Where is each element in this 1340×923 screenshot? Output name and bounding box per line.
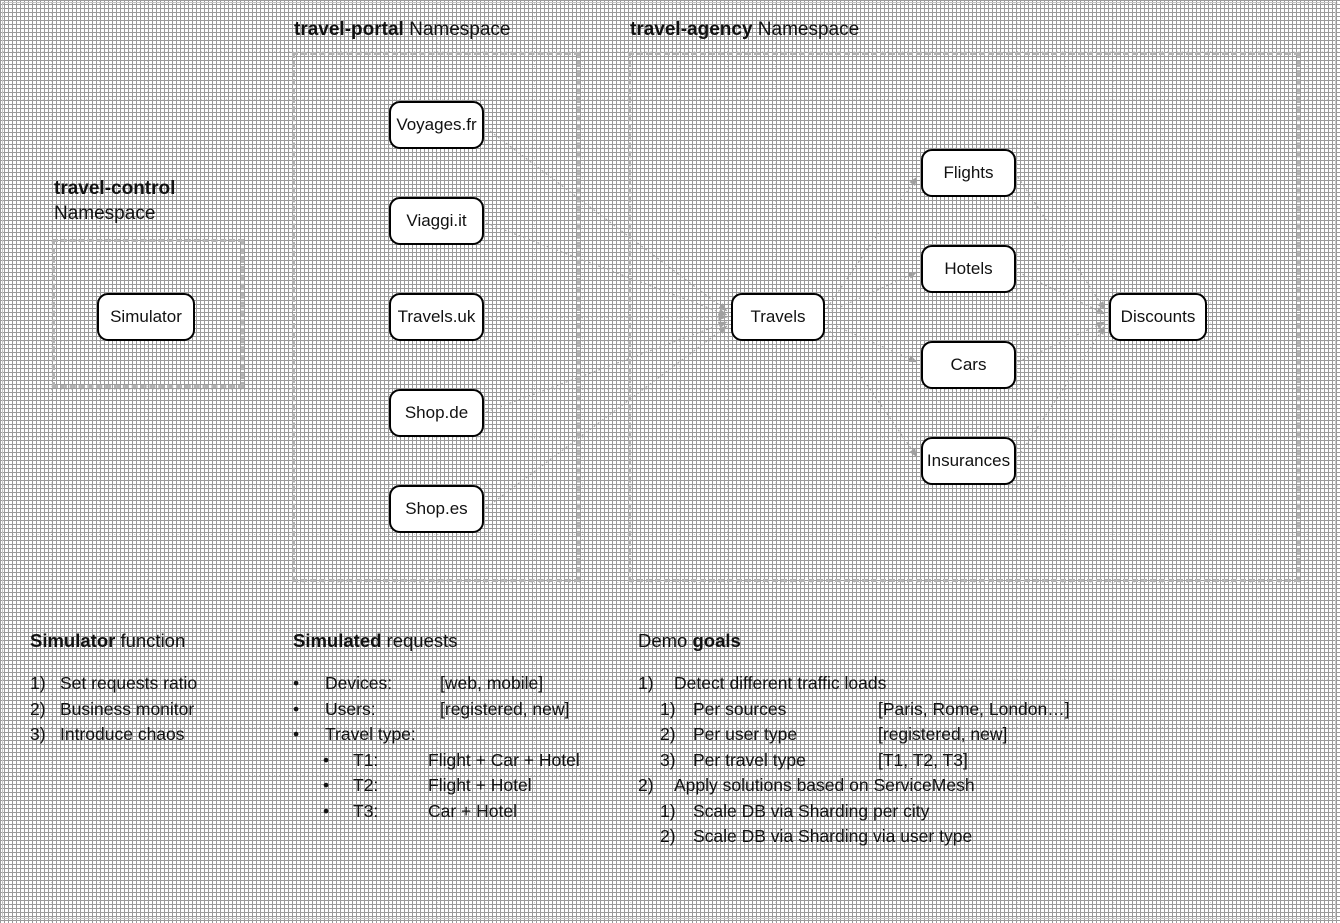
list-text: Set requests ratio [60,673,198,693]
list-text: Users: [325,698,376,719]
list-marker: 1) [660,800,676,821]
namespace-travel-portal-suffix: Namespace [403,19,511,40]
list-item: 2) Apply solutions based on ServiceMesh [638,773,1158,799]
list-value: [T1, T2, T3] [878,749,968,770]
namespace-travel-agency-name: travel-agency [630,19,753,40]
node-simulator[interactable]: Simulator [97,293,195,341]
bullet-icon: • [323,775,330,795]
list-item: 1) Scale DB via Sharding per city [638,799,1158,825]
list-item: • T1: Flight + Car + Hotel [293,748,623,774]
list-item: 3) Introduce chaos [30,722,280,748]
list-item: 2) Business monitor [30,697,280,723]
list-text: Scale DB via Sharding per city [693,800,930,821]
legend-demo-goals-title-bold: goals [692,630,741,651]
namespace-travel-control-name: travel-control [54,178,176,199]
list-value: Car + Hotel [428,800,517,821]
legend-simulator-function-title-bold: Simulator [30,630,116,651]
list-text: Devices: [325,673,393,693]
legend-demo-goals: Demo goals 1) Detect different traffic l… [638,628,1158,850]
namespace-travel-portal-name: travel-portal [294,19,404,40]
node-shop-de[interactable]: Shop.de [389,389,484,437]
list-text: T1: [353,749,379,770]
list-marker: 2) [638,775,654,795]
list-marker: 1) [660,698,676,719]
list-item: 1) Detect different traffic loads [638,671,1158,697]
list-item: 2) Per user type [registered, new] [638,722,1158,748]
legend-simulated-requests-title-rest: requests [381,630,458,651]
bullet-icon: • [293,698,300,719]
legend-simulated-requests-title-bold: Simulated [293,630,382,651]
list-value: [web, mobile] [440,673,544,693]
legend-demo-goals-title-plain: Demo [638,630,693,651]
list-marker: 3) [660,749,676,770]
namespace-travel-control-label: travel-control Namespace [54,176,175,226]
namespace-travel-control-suffix: Namespace [54,203,156,224]
list-item: • Users: [registered, new] [293,697,623,723]
list-item: 1) Per sources [Paris, Rome, London…] [638,697,1158,723]
namespace-travel-agency-suffix: Namespace [752,19,860,40]
list-value: [registered, new] [440,698,570,719]
list-value: Flight + Hotel [428,775,532,795]
node-flights[interactable]: Flights [921,149,1016,197]
node-cars[interactable]: Cars [921,341,1016,389]
list-text: Introduce chaos [60,724,185,744]
legend-demo-goals-title: Demo goals [638,628,1158,653]
list-text: Business monitor [60,698,195,719]
list-marker: 2) [660,724,676,744]
namespace-travel-control [52,239,244,388]
namespace-travel-agency-label: travel-agency Namespace [630,17,859,42]
list-text: Scale DB via Sharding via user type [693,826,973,846]
list-item: • Devices: [web, mobile] [293,671,623,697]
legend-simulator-function: Simulator function 1) Set requests ratio… [30,628,280,748]
list-item: 1) Set requests ratio [30,671,280,697]
list-value: [Paris, Rome, London…] [878,698,1070,719]
list-marker: 2) [660,826,676,846]
node-viaggi-it[interactable]: Viaggi.it [389,197,484,245]
legend-simulator-function-title-rest: function [115,630,186,651]
legend-simulated-requests: Simulated requests • Devices: [web, mobi… [293,628,623,824]
node-shop-es[interactable]: Shop.es [389,485,484,533]
list-item: • T2: Flight + Hotel [293,773,623,799]
bullet-icon: • [293,724,300,744]
list-text: Per user type [693,724,798,744]
legend-simulated-requests-title: Simulated requests [293,628,623,653]
node-voyages-fr[interactable]: Voyages.fr [389,101,484,149]
list-item: 3) Per travel type [T1, T2, T3] [638,748,1158,774]
list-marker: 1) [30,673,46,693]
list-value: [registered, new] [878,724,1008,744]
node-travels-uk[interactable]: Travels.uk [389,293,484,341]
list-text: T2: [353,775,379,795]
list-text: T3: [353,800,379,821]
list-marker: 1) [638,673,654,693]
list-value: Flight + Car + Hotel [428,749,580,770]
list-text: Per travel type [693,749,806,770]
legend-simulator-function-title: Simulator function [30,628,280,653]
list-text: Detect different traffic loads [674,673,887,693]
node-insurances[interactable]: Insurances [921,437,1016,485]
list-text: Travel type: [325,724,416,744]
namespace-travel-portal-label: travel-portal Namespace [294,17,510,42]
list-item: • T3: Car + Hotel [293,799,623,825]
list-item: • Travel type: [293,722,623,748]
node-travels[interactable]: Travels [731,293,825,341]
node-hotels[interactable]: Hotels [921,245,1016,293]
bullet-icon: • [323,800,330,821]
list-text: Per sources [693,698,787,719]
bullet-icon: • [293,673,300,693]
list-marker: 3) [30,724,46,744]
list-text: Apply solutions based on ServiceMesh [674,775,975,795]
list-item: 2) Scale DB via Sharding via user type [638,824,1158,850]
list-marker: 2) [30,698,46,719]
node-discounts[interactable]: Discounts [1109,293,1207,341]
bullet-icon: • [323,749,330,770]
